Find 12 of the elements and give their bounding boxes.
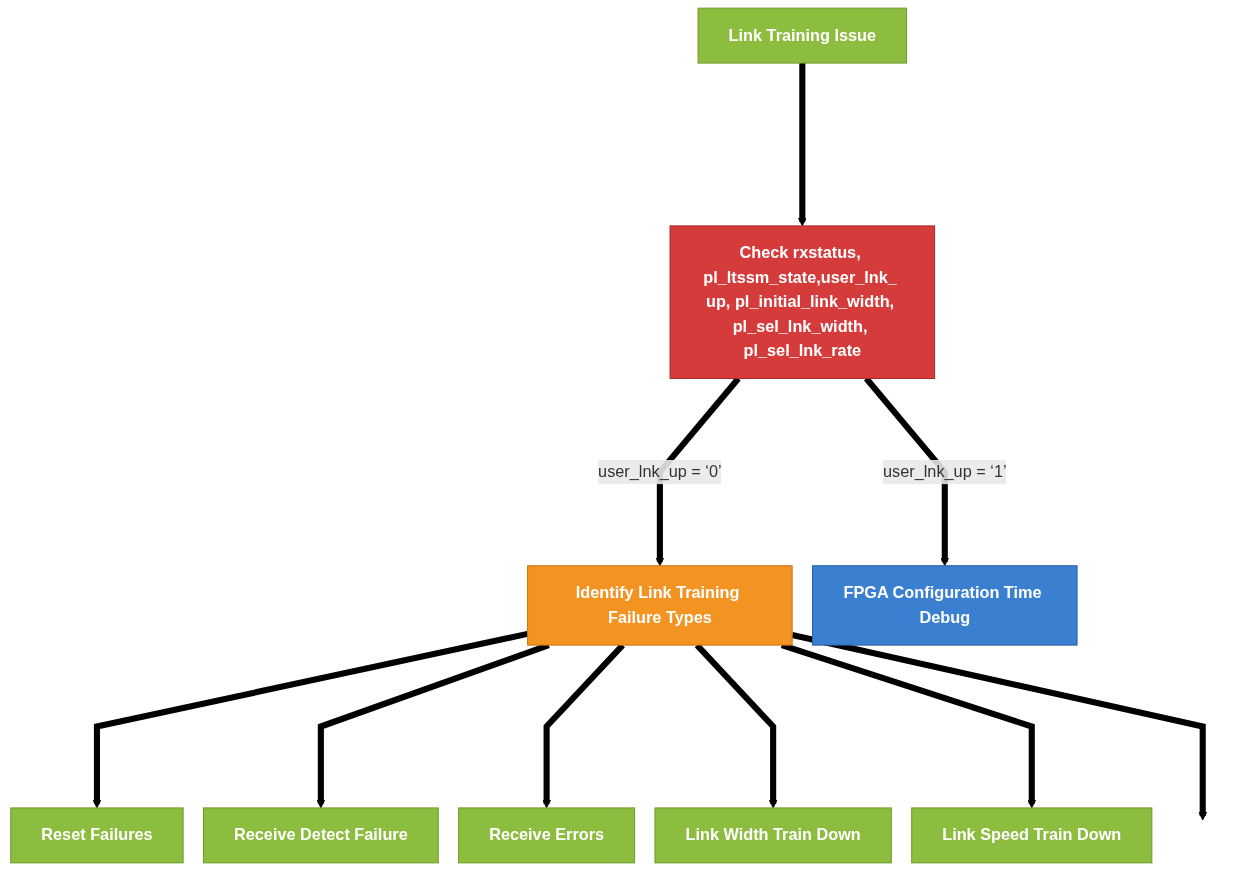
- node-box: Link Training Issue: [697, 7, 908, 64]
- node-box: FPGA Configuration Time Debug: [812, 565, 1078, 646]
- node-box: Receive Errors: [458, 807, 636, 864]
- node-box: Check rxstatus, pl_ltssm_state,user_lnk_ up, pl_initial_link_width, pl_sel_lnk_width, pl_sel_lnk_rate: [669, 225, 936, 380]
- node-box: Receive Detect Failure: [202, 807, 439, 864]
- node-box: Reset Failures: [10, 807, 184, 864]
- node-box: Identify Link Training Failure Types: [527, 565, 793, 646]
- edge-label: user_lnk_up = ‘0’: [598, 462, 722, 481]
- edge-label: user_lnk_up = ‘1’: [883, 462, 1007, 481]
- node-box: Link Speed Train Down: [911, 807, 1153, 864]
- node-box: Link Width Train Down: [654, 807, 892, 864]
- arrow: [797, 63, 807, 227]
